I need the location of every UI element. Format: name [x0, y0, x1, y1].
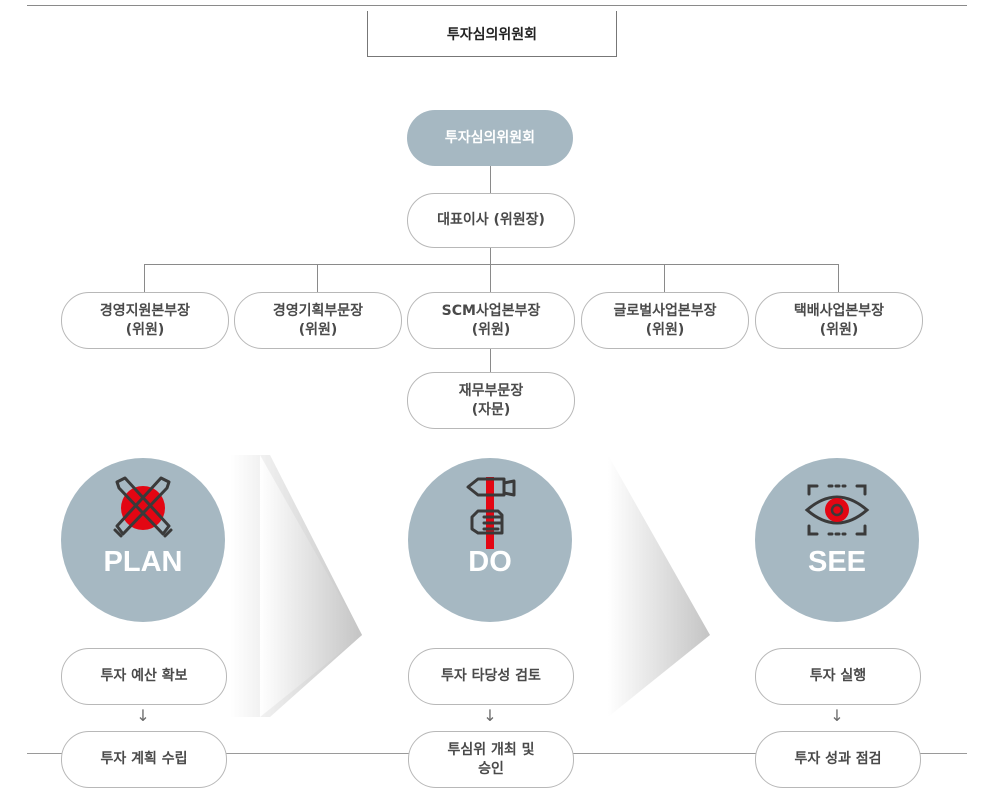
org-member-role: (위원) [125, 321, 165, 338]
plan-step-2: 투자 계획 수립 [61, 731, 227, 788]
see-circle: SEE [755, 458, 919, 622]
see-step-2-label: 투자 성과 점검 [794, 751, 882, 768]
org-member-name: 택배사업본부장 [793, 302, 885, 319]
plan-step-2-label: 투자 계획 수립 [100, 751, 188, 768]
do-label: DO [468, 546, 512, 578]
see-step-1-label: 투자 실행 [809, 668, 867, 685]
org-member-node: SCM사업본부장 (위원) [407, 292, 575, 349]
connector-member-1 [144, 264, 145, 292]
hammer-hand-icon [466, 477, 516, 549]
org-member-node: 경영기획부문장 (위원) [234, 292, 402, 349]
org-advisor-name: 재무부문장 [458, 382, 524, 399]
plan-step-1: 투자 예산 확보 [61, 648, 227, 705]
eye-focus-icon [804, 484, 870, 536]
see-label: SEE [807, 546, 867, 578]
chevron-arrow-2 [608, 455, 710, 717]
arrow-down-icon: ↓ [136, 706, 150, 725]
arrow-down-icon: ↓ [483, 706, 497, 725]
chevron-arrow-1 [230, 455, 362, 717]
see-step-1: 투자 실행 [755, 648, 921, 705]
do-step-1: 투자 타당성 검토 [408, 648, 574, 705]
arrow-down-icon: ↓ [830, 706, 844, 725]
do-circle: DO [408, 458, 572, 622]
org-chair-label: 대표이사 (위원장) [437, 212, 545, 229]
connector-scm-advisor [490, 347, 491, 372]
org-member-role: (위원) [471, 321, 511, 338]
do-step-2-line1: 투심위 개최 및 [447, 741, 535, 758]
see-step-2: 투자 성과 점검 [755, 731, 921, 788]
connector-member-3 [490, 264, 491, 292]
do-step-1-label: 투자 타당성 검토 [441, 668, 541, 685]
org-member-node: 택배사업본부장 (위원) [755, 292, 923, 349]
org-member-node: 글로벌사업본부장 (위원) [581, 292, 749, 349]
org-member-role: (위원) [298, 321, 338, 338]
connector-member-2 [317, 264, 318, 292]
org-member-name: 글로벌사업본부장 [613, 302, 717, 319]
plan-step-1-label: 투자 예산 확보 [100, 668, 188, 685]
connector-member-4 [664, 264, 665, 292]
do-step-2-line2: 승인 [478, 760, 504, 777]
org-advisor-role: (자문) [471, 401, 511, 418]
org-advisor-node: 재무부문장 (자문) [407, 372, 575, 429]
plan-circle: PLAN [61, 458, 225, 622]
org-root-node: 투자심의위원회 [407, 110, 573, 166]
org-member-node: 경영지원본부장 (위원) [61, 292, 229, 349]
page-title-box: 투자심의위원회 [367, 11, 617, 57]
connector-member-bus [144, 264, 838, 265]
crossed-pencil-icon [113, 476, 173, 538]
org-chair-node: 대표이사 (위원장) [407, 193, 575, 248]
org-member-role: (위원) [819, 321, 859, 338]
connector-member-5 [838, 264, 839, 292]
do-step-2: 투심위 개최 및 승인 [408, 731, 574, 788]
plan-label: PLAN [103, 546, 183, 578]
org-member-name: SCM사업본부장 [441, 302, 541, 319]
org-member-role: (위원) [645, 321, 685, 338]
connector-chair-bus [490, 246, 491, 264]
top-rule [27, 5, 967, 6]
page-title: 투자심의위원회 [446, 26, 538, 43]
connector-root-chair [490, 166, 491, 193]
org-root-label: 투자심의위원회 [444, 129, 536, 146]
org-member-name: 경영기획부문장 [272, 302, 364, 319]
org-member-name: 경영지원본부장 [99, 302, 191, 319]
